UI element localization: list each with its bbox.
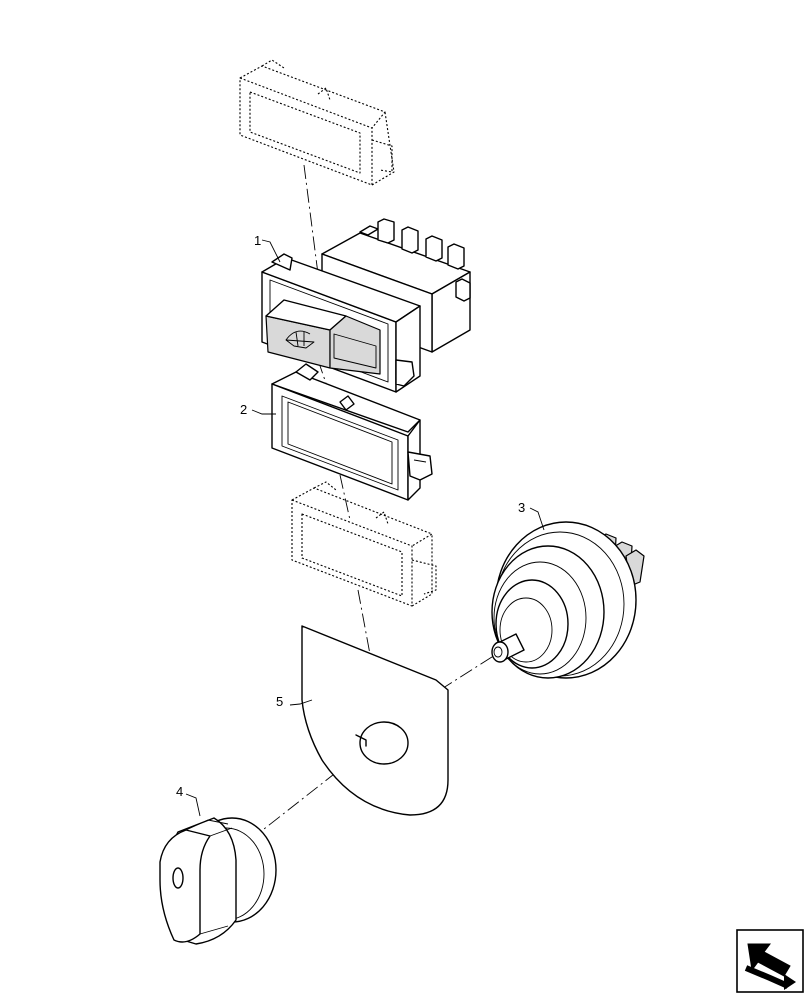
wiper-symbol-icon (285, 330, 315, 349)
callout-1: 1 (254, 233, 281, 263)
mounting-plate (301, 625, 449, 816)
callout-label-1: 1 (254, 233, 261, 248)
callout-label-5: 5 (276, 694, 283, 709)
ghost-bezel-lower (291, 481, 437, 607)
mounting-bezel (271, 363, 433, 501)
rotary-knob (159, 817, 277, 945)
rotary-switch (491, 521, 645, 679)
ghost-bezel-top (239, 59, 395, 186)
rocker-switch (261, 218, 471, 393)
callout-3: 3 (518, 500, 545, 531)
callout-5: 5 (276, 694, 313, 709)
callout-2: 2 (240, 402, 276, 417)
callout-label-3: 3 (518, 500, 525, 515)
callout-label-4: 4 (176, 784, 183, 799)
next-page-arrow-icon[interactable] (736, 929, 804, 993)
callout-4: 4 (176, 784, 201, 817)
callout-label-2: 2 (240, 402, 247, 417)
